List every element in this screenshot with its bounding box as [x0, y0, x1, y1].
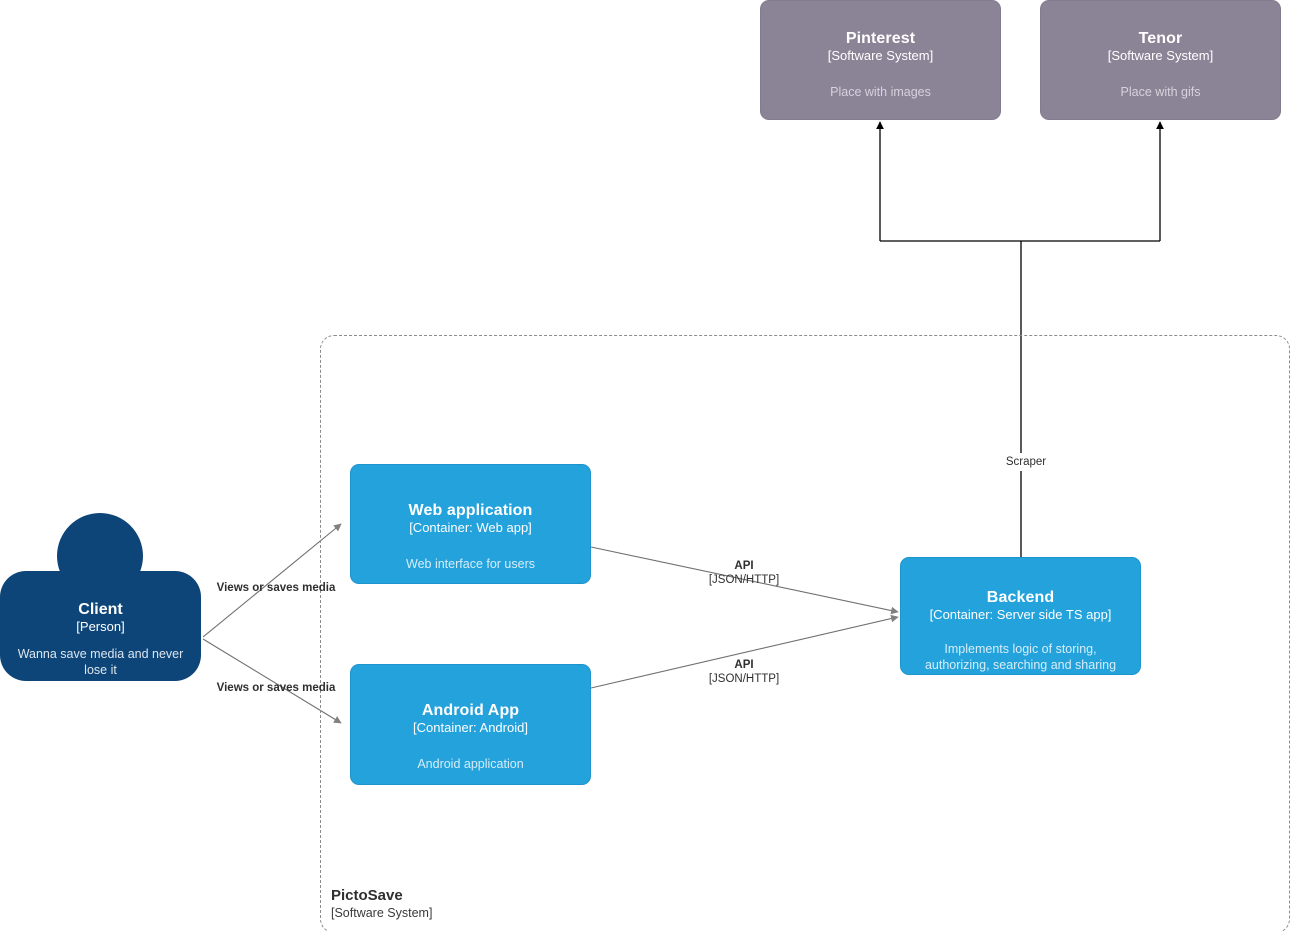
edge-label-client-to-web: Views or saves media [196, 581, 356, 595]
tenor-tech: [Software System] [1107, 48, 1214, 63]
client-tech: [Person] [76, 619, 125, 634]
tenor-description: Place with gifs [1120, 85, 1201, 99]
pinterest-tech: [Software System] [827, 48, 934, 63]
android-app-title: Android App [421, 702, 520, 719]
web-application-title: Web application [408, 502, 533, 519]
backend-description: Implements logic of storing, authorizing… [924, 642, 1117, 672]
node-android-app[interactable]: Android App [Container: Android] Android… [350, 664, 591, 785]
edge-label-android-to-backend: API [JSON/HTTP] [684, 658, 804, 686]
edge-label-web-to-backend-tech: [JSON/HTTP] [708, 574, 780, 586]
node-pinterest[interactable]: Pinterest [Software System] Place with i… [760, 0, 1001, 120]
edge-label-backend-scraper-title: Scraper [1005, 456, 1047, 468]
edge-label-client-to-android: Views or saves media [196, 681, 356, 695]
edge-label-android-to-backend-tech: [JSON/HTTP] [708, 673, 780, 685]
boundary-label-pictosave: PictoSave [Software System] [331, 886, 591, 921]
pinterest-description: Place with images [830, 85, 931, 99]
boundary-tech: [Software System] [331, 906, 433, 920]
android-app-description: Android application [417, 757, 524, 771]
web-application-description: Web interface for users [406, 557, 535, 571]
edge-label-web-to-backend-title: API [734, 560, 754, 572]
edge-label-backend-scraper: Scraper [991, 453, 1061, 471]
node-web-application[interactable]: Web application [Container: Web app] Web… [350, 464, 591, 584]
edge-label-client-to-web-title: Views or saves media [216, 582, 336, 594]
node-client[interactable]: Client [Person] Wanna save media and nev… [0, 513, 201, 693]
backend-tech: [Container: Server side TS app] [929, 607, 1112, 622]
node-tenor[interactable]: Tenor [Software System] Place with gifs [1040, 0, 1281, 120]
client-title: Client [78, 601, 123, 618]
pinterest-title: Pinterest [845, 30, 916, 47]
backend-title: Backend [986, 589, 1055, 606]
android-app-tech: [Container: Android] [413, 720, 528, 735]
tenor-title: Tenor [1138, 30, 1183, 47]
edge-label-client-to-android-title: Views or saves media [216, 682, 336, 694]
web-application-tech: [Container: Web app] [409, 520, 532, 535]
client-description: Wanna save media and never lose it [17, 647, 184, 677]
edge-label-web-to-backend: API [JSON/HTTP] [684, 559, 804, 587]
node-backend[interactable]: Backend [Container: Server side TS app] … [900, 557, 1141, 675]
system-boundary-pictosave [320, 335, 1290, 931]
client-body: Client [Person] Wanna save media and nev… [0, 571, 201, 681]
edge-label-android-to-backend-title: API [734, 659, 754, 671]
boundary-title: PictoSave [331, 887, 403, 904]
